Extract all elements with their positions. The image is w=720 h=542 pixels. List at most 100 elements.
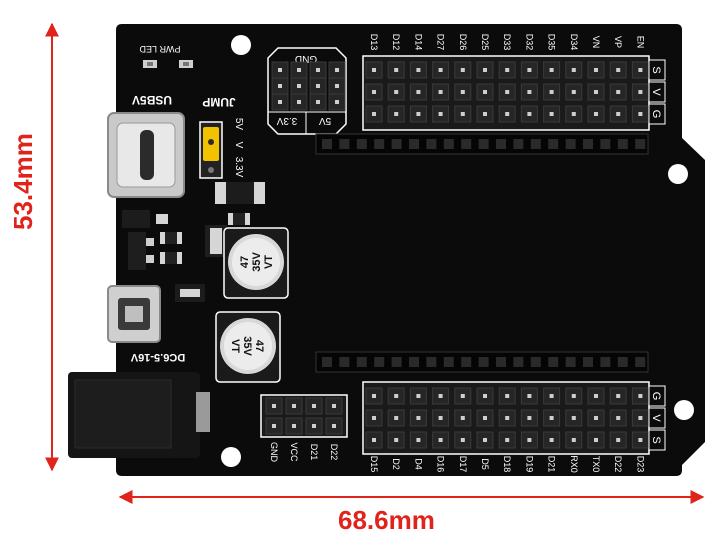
usb-c-connector: USB5V xyxy=(107,93,185,198)
jumper: JUMP 5V V 3.3V xyxy=(199,95,244,179)
header-pin xyxy=(587,105,605,123)
top-pin-label: D12 xyxy=(391,34,401,51)
bottom-pin-label: D23 xyxy=(635,456,645,473)
header-pin xyxy=(609,409,627,427)
header-pin xyxy=(454,409,472,427)
gnd-header-label: GND xyxy=(295,53,317,64)
header-pin xyxy=(476,431,494,449)
socket-hole xyxy=(635,139,646,149)
socket-hole xyxy=(356,139,367,149)
header-pin xyxy=(631,431,649,449)
jump-opt-5v: 5V xyxy=(233,118,244,131)
header-pin xyxy=(365,61,383,79)
header-pin xyxy=(565,105,583,123)
header-pin xyxy=(309,61,327,79)
top-pin-label: D33 xyxy=(502,34,512,51)
gnd-header: GND 3.3V 5V xyxy=(267,47,347,135)
header-pin xyxy=(631,387,649,405)
header-pin xyxy=(609,61,627,79)
pwr-led-label: PWR LED xyxy=(139,44,181,54)
header-pin xyxy=(587,83,605,101)
socket-hole xyxy=(565,357,576,367)
usb-label: USB5V xyxy=(132,93,172,107)
header-pin xyxy=(476,83,494,101)
header-pin xyxy=(325,397,343,415)
side-label: G xyxy=(650,392,662,401)
socket-hole xyxy=(600,357,611,367)
header-pin xyxy=(328,93,346,111)
cap1-brand: VT xyxy=(263,255,275,269)
socket-hole xyxy=(513,139,524,149)
header-pin xyxy=(587,387,605,405)
header-pin xyxy=(498,409,516,427)
header-pin xyxy=(587,61,605,79)
left-bottom-pin-label: GND xyxy=(269,442,279,463)
side-label-box xyxy=(648,429,666,451)
side-label: S xyxy=(650,436,662,443)
socket-hole xyxy=(409,139,419,149)
header-pin xyxy=(290,61,308,79)
pwr-led: PWR LED xyxy=(139,44,193,68)
bottom-pin-label: D18 xyxy=(502,456,512,473)
header-pin xyxy=(305,397,323,415)
header-pin xyxy=(387,61,405,79)
top-pin-label: D14 xyxy=(413,34,423,51)
header-pin xyxy=(498,431,516,449)
header-pin xyxy=(498,387,516,405)
header-pin xyxy=(290,77,308,95)
top-pin-label: D32 xyxy=(524,34,534,51)
header-pin xyxy=(520,105,538,123)
socket-hole xyxy=(548,139,559,149)
header-pin xyxy=(365,105,383,123)
header-pin xyxy=(432,431,450,449)
dc-jack: DC6.5-16V xyxy=(68,351,210,458)
header-pin xyxy=(365,431,383,449)
socket-hole xyxy=(443,357,454,367)
header-pin xyxy=(409,83,427,101)
bottom-pin-label: D19 xyxy=(524,456,534,473)
header-pin xyxy=(476,105,494,123)
socket-hole xyxy=(513,357,524,367)
socket-hole xyxy=(530,139,541,149)
header-pin xyxy=(285,417,303,435)
header-pin xyxy=(365,387,383,405)
micro-usb-connector xyxy=(107,285,161,343)
header-pin xyxy=(387,431,405,449)
bottom-pin-label: D22 xyxy=(613,456,623,473)
mount-hole xyxy=(668,164,688,184)
width-dimension-label: 68.6mm xyxy=(338,505,435,535)
header-pin xyxy=(476,409,494,427)
header-pin xyxy=(520,83,538,101)
header-pin xyxy=(498,61,516,79)
capacitor: VT 35V 47 xyxy=(215,311,281,383)
header-pin xyxy=(543,83,561,101)
header-pin xyxy=(609,387,627,405)
header-pin xyxy=(520,431,538,449)
top-pin-label: VN xyxy=(591,36,601,49)
header-3v3-label: 3.3V xyxy=(276,115,297,126)
height-dimension-label: 53.4mm xyxy=(8,133,38,230)
header-pin xyxy=(543,105,561,123)
bottom-pin-label: RX0 xyxy=(569,455,579,473)
socket-hole xyxy=(548,357,559,367)
header-pin xyxy=(631,83,649,101)
header-pin xyxy=(409,387,427,405)
socket-hole xyxy=(426,139,437,149)
side-label-box xyxy=(648,103,666,125)
header-pin xyxy=(432,105,450,123)
socket-hole xyxy=(617,139,628,149)
side-label-box xyxy=(648,81,666,103)
socket-hole xyxy=(565,139,576,149)
mount-hole xyxy=(231,35,251,55)
top-pin-label: D35 xyxy=(547,34,557,51)
header-pin xyxy=(543,61,561,79)
top-pin-label: D26 xyxy=(458,34,468,51)
header-pin xyxy=(365,409,383,427)
socket-hole xyxy=(496,357,506,367)
header-pin xyxy=(432,409,450,427)
header-pin xyxy=(476,61,494,79)
socket-hole xyxy=(374,357,385,367)
header-pin xyxy=(476,387,494,405)
